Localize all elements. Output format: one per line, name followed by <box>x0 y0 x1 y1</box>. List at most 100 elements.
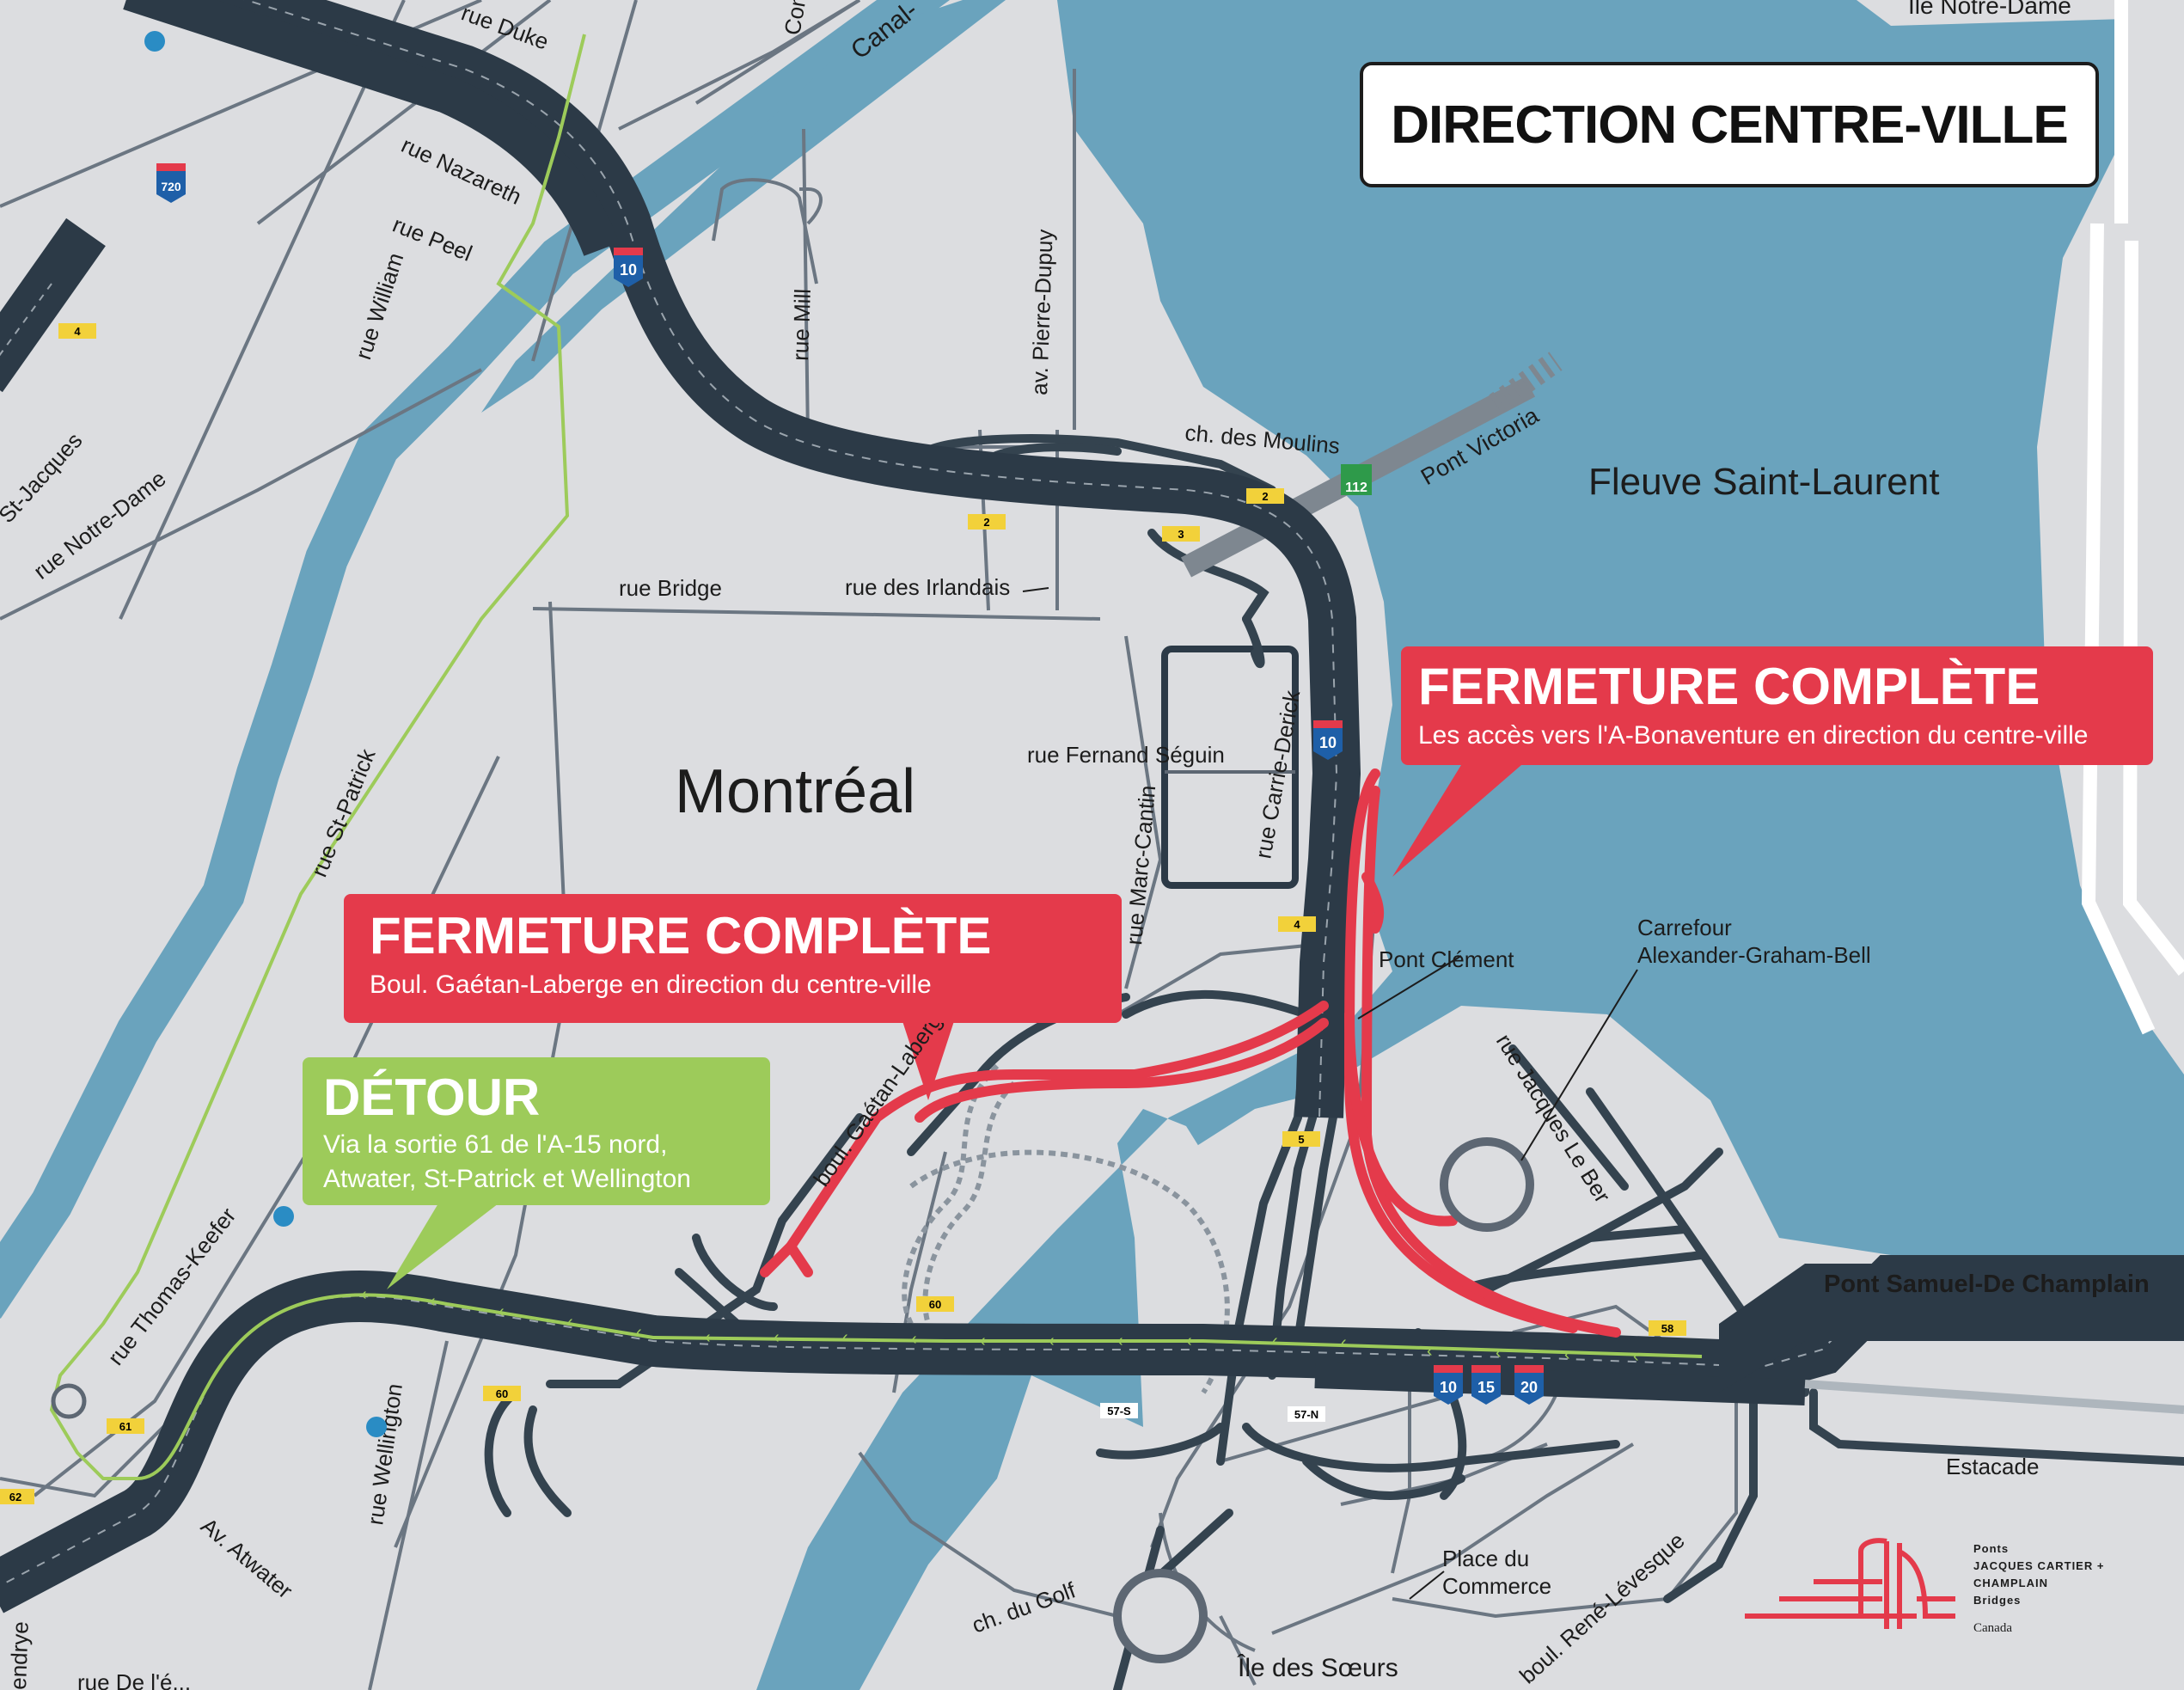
svg-text:‹: ‹ <box>705 1328 711 1347</box>
detour-box: DÉTOUR Via la sortie 61 de l'A-15 nord, … <box>303 1057 770 1205</box>
svg-text:‹: ‹ <box>774 1328 780 1347</box>
exit-2a: 2 <box>968 514 1006 530</box>
svg-text:15: 15 <box>1477 1379 1495 1396</box>
label-estacade: Estacade <box>1946 1454 2039 1479</box>
closure-pointer-east <box>1392 765 1521 877</box>
detour-arrows: ‹‹‹ ‹‹‹ ‹‹‹ ‹‹‹ ‹‹‹ ‹‹‹ ‹ <box>361 1285 1639 1366</box>
label-pont-samuel: Pont Samuel-De Champlain <box>1824 1271 2150 1298</box>
detour-title: DÉTOUR <box>323 1068 541 1126</box>
autoroute-720 <box>0 217 106 393</box>
svg-text:‹: ‹ <box>1564 1345 1570 1364</box>
logo-line-3: CHAMPLAIN <box>1973 1577 2048 1589</box>
shield-a15: 15 <box>1471 1365 1501 1405</box>
exit-57s: 57-S <box>1100 1403 1138 1418</box>
shields: 10 10 10 15 20 720 112 <box>156 163 1544 1405</box>
svg-text:‹: ‹ <box>636 1323 642 1342</box>
svg-text:‹: ‹ <box>499 1302 505 1321</box>
svg-text:10: 10 <box>620 261 637 279</box>
label-rue-de-l: rue De l'é... <box>77 1669 191 1690</box>
metro-icon <box>366 1417 387 1437</box>
svg-text:4: 4 <box>1294 918 1300 931</box>
shield-r112: 112 <box>1341 464 1372 495</box>
roundabout-alexander <box>1440 1137 1534 1232</box>
pont-victoria-dashes <box>1489 352 1563 413</box>
svg-text:60: 60 <box>929 1298 941 1311</box>
autoroute-720-b <box>0 283 52 357</box>
svg-text:‹: ‹ <box>1186 1332 1192 1350</box>
label-place-commerce-1: Place du <box>1442 1546 1529 1571</box>
ile-notre-dame-top <box>1857 0 2184 26</box>
dotted-roads <box>902 1063 1230 1394</box>
shield-a20: 20 <box>1514 1365 1544 1405</box>
label-endrye: endrye <box>5 1621 34 1690</box>
svg-text:‹: ‹ <box>842 1328 848 1347</box>
closure-west-text: Boul. Gaétan-Laberge en direction du cen… <box>370 971 932 999</box>
shield-a720: 720 <box>156 163 186 203</box>
exit-58: 58 <box>1649 1320 1686 1336</box>
logo-line-1: Ponts <box>1973 1542 2010 1555</box>
svg-text:3: 3 <box>1178 528 1184 541</box>
label-rue-bridge: rue Bridge <box>619 575 722 601</box>
roundabout-golf <box>1113 1569 1208 1663</box>
closure-pointer-west <box>902 1021 954 1100</box>
pjcci-logo-mark <box>1745 1538 1955 1629</box>
svg-text:112: 112 <box>1345 481 1367 495</box>
svg-text:60: 60 <box>496 1387 508 1400</box>
svg-text:4: 4 <box>74 325 81 338</box>
label-carrefour-1: Carrefour <box>1637 915 1732 940</box>
exit-tags: 4 2 2 3 4 5 58 60 60 61 62 57-S 57-N <box>0 323 1686 1504</box>
label-carrefour-2: Alexander-Graham-Bell <box>1637 942 1871 968</box>
exit-4a: 4 <box>58 323 96 339</box>
svg-text:‹: ‹ <box>567 1313 573 1332</box>
exit-5: 5 <box>1282 1131 1320 1147</box>
detour-pointer <box>387 1203 499 1289</box>
pjcci-logo-text: Ponts JACQUES CARTIER + CHAMPLAIN Bridge… <box>1973 1540 2104 1609</box>
svg-text:2: 2 <box>1262 490 1268 503</box>
svg-text:10: 10 <box>1440 1379 1457 1396</box>
autoroute-bonaventure <box>123 0 1361 1118</box>
closure-box-east: FERMETURE COMPLÈTE Les accès vers l'A-Bo… <box>1401 646 2153 765</box>
svg-text:‹: ‹ <box>1496 1344 1502 1362</box>
label-ile-des-soeurs: Île des Sœurs <box>1237 1654 1398 1682</box>
closure-west-title: FERMETURE COMPLÈTE <box>370 907 992 964</box>
svg-text:‹: ‹ <box>430 1292 436 1311</box>
label-city: Montréal <box>675 757 915 826</box>
canal-lachine <box>0 0 950 1319</box>
label-pierre-dupuy: av. Pierre-Dupuy <box>1026 229 1058 395</box>
exit-61: 61 <box>107 1418 144 1434</box>
notre-dame-roads <box>2081 0 2184 1035</box>
logo-line-2: JACQUES CARTIER + <box>1973 1559 2105 1572</box>
shield-a10-north: 10 <box>614 248 643 287</box>
metro-icons <box>144 31 387 1437</box>
detour-line-1: Via la sortie 61 de l'A-15 nord, <box>323 1130 668 1159</box>
svg-text:‹: ‹ <box>1049 1332 1055 1350</box>
shield-a10-mid: 10 <box>1313 720 1343 760</box>
svg-text:‹: ‹ <box>1341 1333 1347 1352</box>
city-block <box>1161 646 1299 889</box>
label-rue-irlandais: rue des Irlandais <box>845 574 1010 600</box>
closure-box-west: FERMETURE COMPLÈTE Boul. Gaétan-Laberge … <box>344 894 1122 1023</box>
svg-text:720: 720 <box>161 180 181 193</box>
svg-text:10: 10 <box>1319 734 1337 751</box>
svg-text:‹: ‹ <box>1427 1342 1433 1361</box>
svg-text:61: 61 <box>119 1420 132 1433</box>
label-river: Fleuve Saint-Laurent <box>1588 461 1939 503</box>
exit-2b: 2 <box>1246 488 1284 504</box>
svg-text:‹: ‹ <box>1272 1332 1278 1350</box>
label-place-commerce-2: Commerce <box>1442 1573 1551 1599</box>
svg-text:2: 2 <box>983 516 989 529</box>
canal-basin <box>481 0 1006 413</box>
svg-text:‹: ‹ <box>1117 1332 1123 1350</box>
pont-samuel-de-champlain <box>1719 1264 2184 1393</box>
exit-60a: 60 <box>916 1296 954 1312</box>
svg-text:‹: ‹ <box>361 1285 367 1304</box>
svg-text:57-S: 57-S <box>1107 1405 1131 1418</box>
svg-text:62: 62 <box>9 1491 21 1503</box>
exit-60b: 60 <box>483 1386 521 1401</box>
svg-text:58: 58 <box>1661 1322 1673 1335</box>
leader-lines <box>1022 587 1638 1600</box>
label-ile-notre-dame: Île Notre-Dame <box>1907 0 2071 19</box>
detour-route <box>49 34 1703 1480</box>
ile-notre-dame-land <box>1874 0 2184 1075</box>
